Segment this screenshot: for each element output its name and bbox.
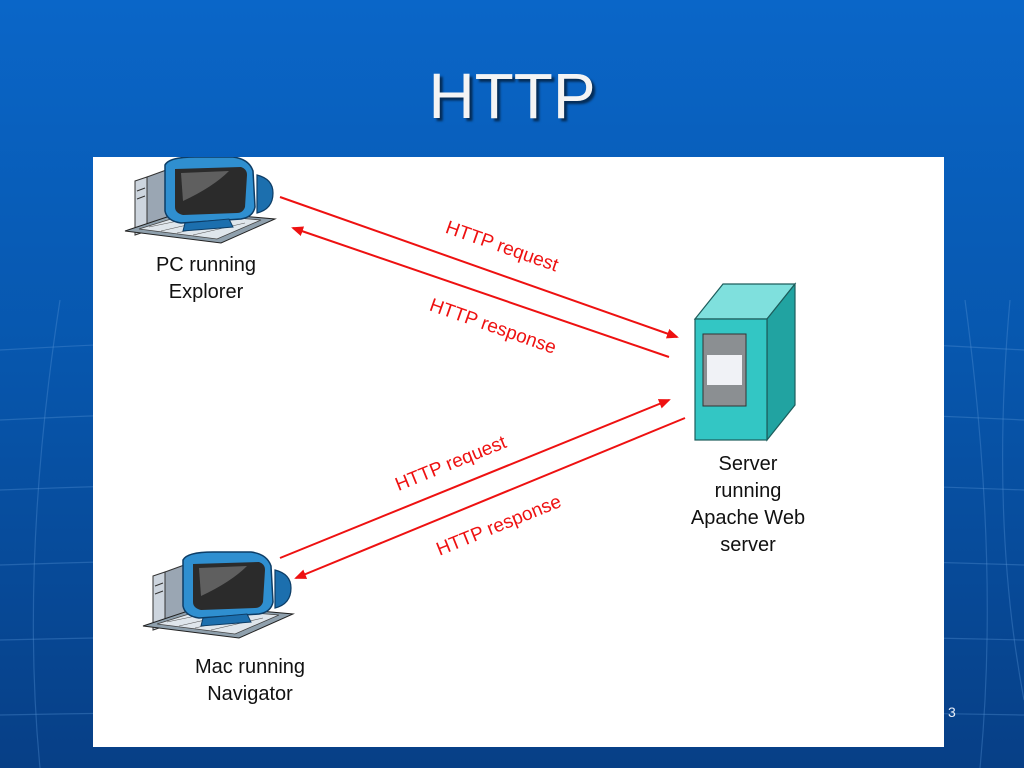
mac-request-arrow — [279, 399, 671, 559]
http-diagram: HTTP request HTTP response HTTP request … — [93, 157, 944, 747]
slide-title: HTTP — [428, 60, 596, 132]
desktop-computer-icon — [142, 551, 294, 639]
slide-number: 3 — [948, 704, 956, 720]
mac-caption: Mac running Navigator — [194, 656, 306, 705]
mac-request-label: HTTP request — [392, 432, 510, 496]
pc-caption: PC running Explorer — [155, 254, 257, 303]
mac-response-label: HTTP response — [433, 491, 564, 560]
pc-request-arrow — [279, 196, 679, 339]
server-icon — [693, 282, 797, 442]
pc-response-label: HTTP response — [427, 295, 559, 359]
mac-response-arrow — [294, 417, 686, 579]
desktop-computer-icon — [124, 157, 276, 244]
pc-response-arrow — [291, 226, 670, 358]
pc-request-label: HTTP request — [443, 217, 562, 276]
server-caption: Server running Apache Web server — [690, 453, 806, 556]
